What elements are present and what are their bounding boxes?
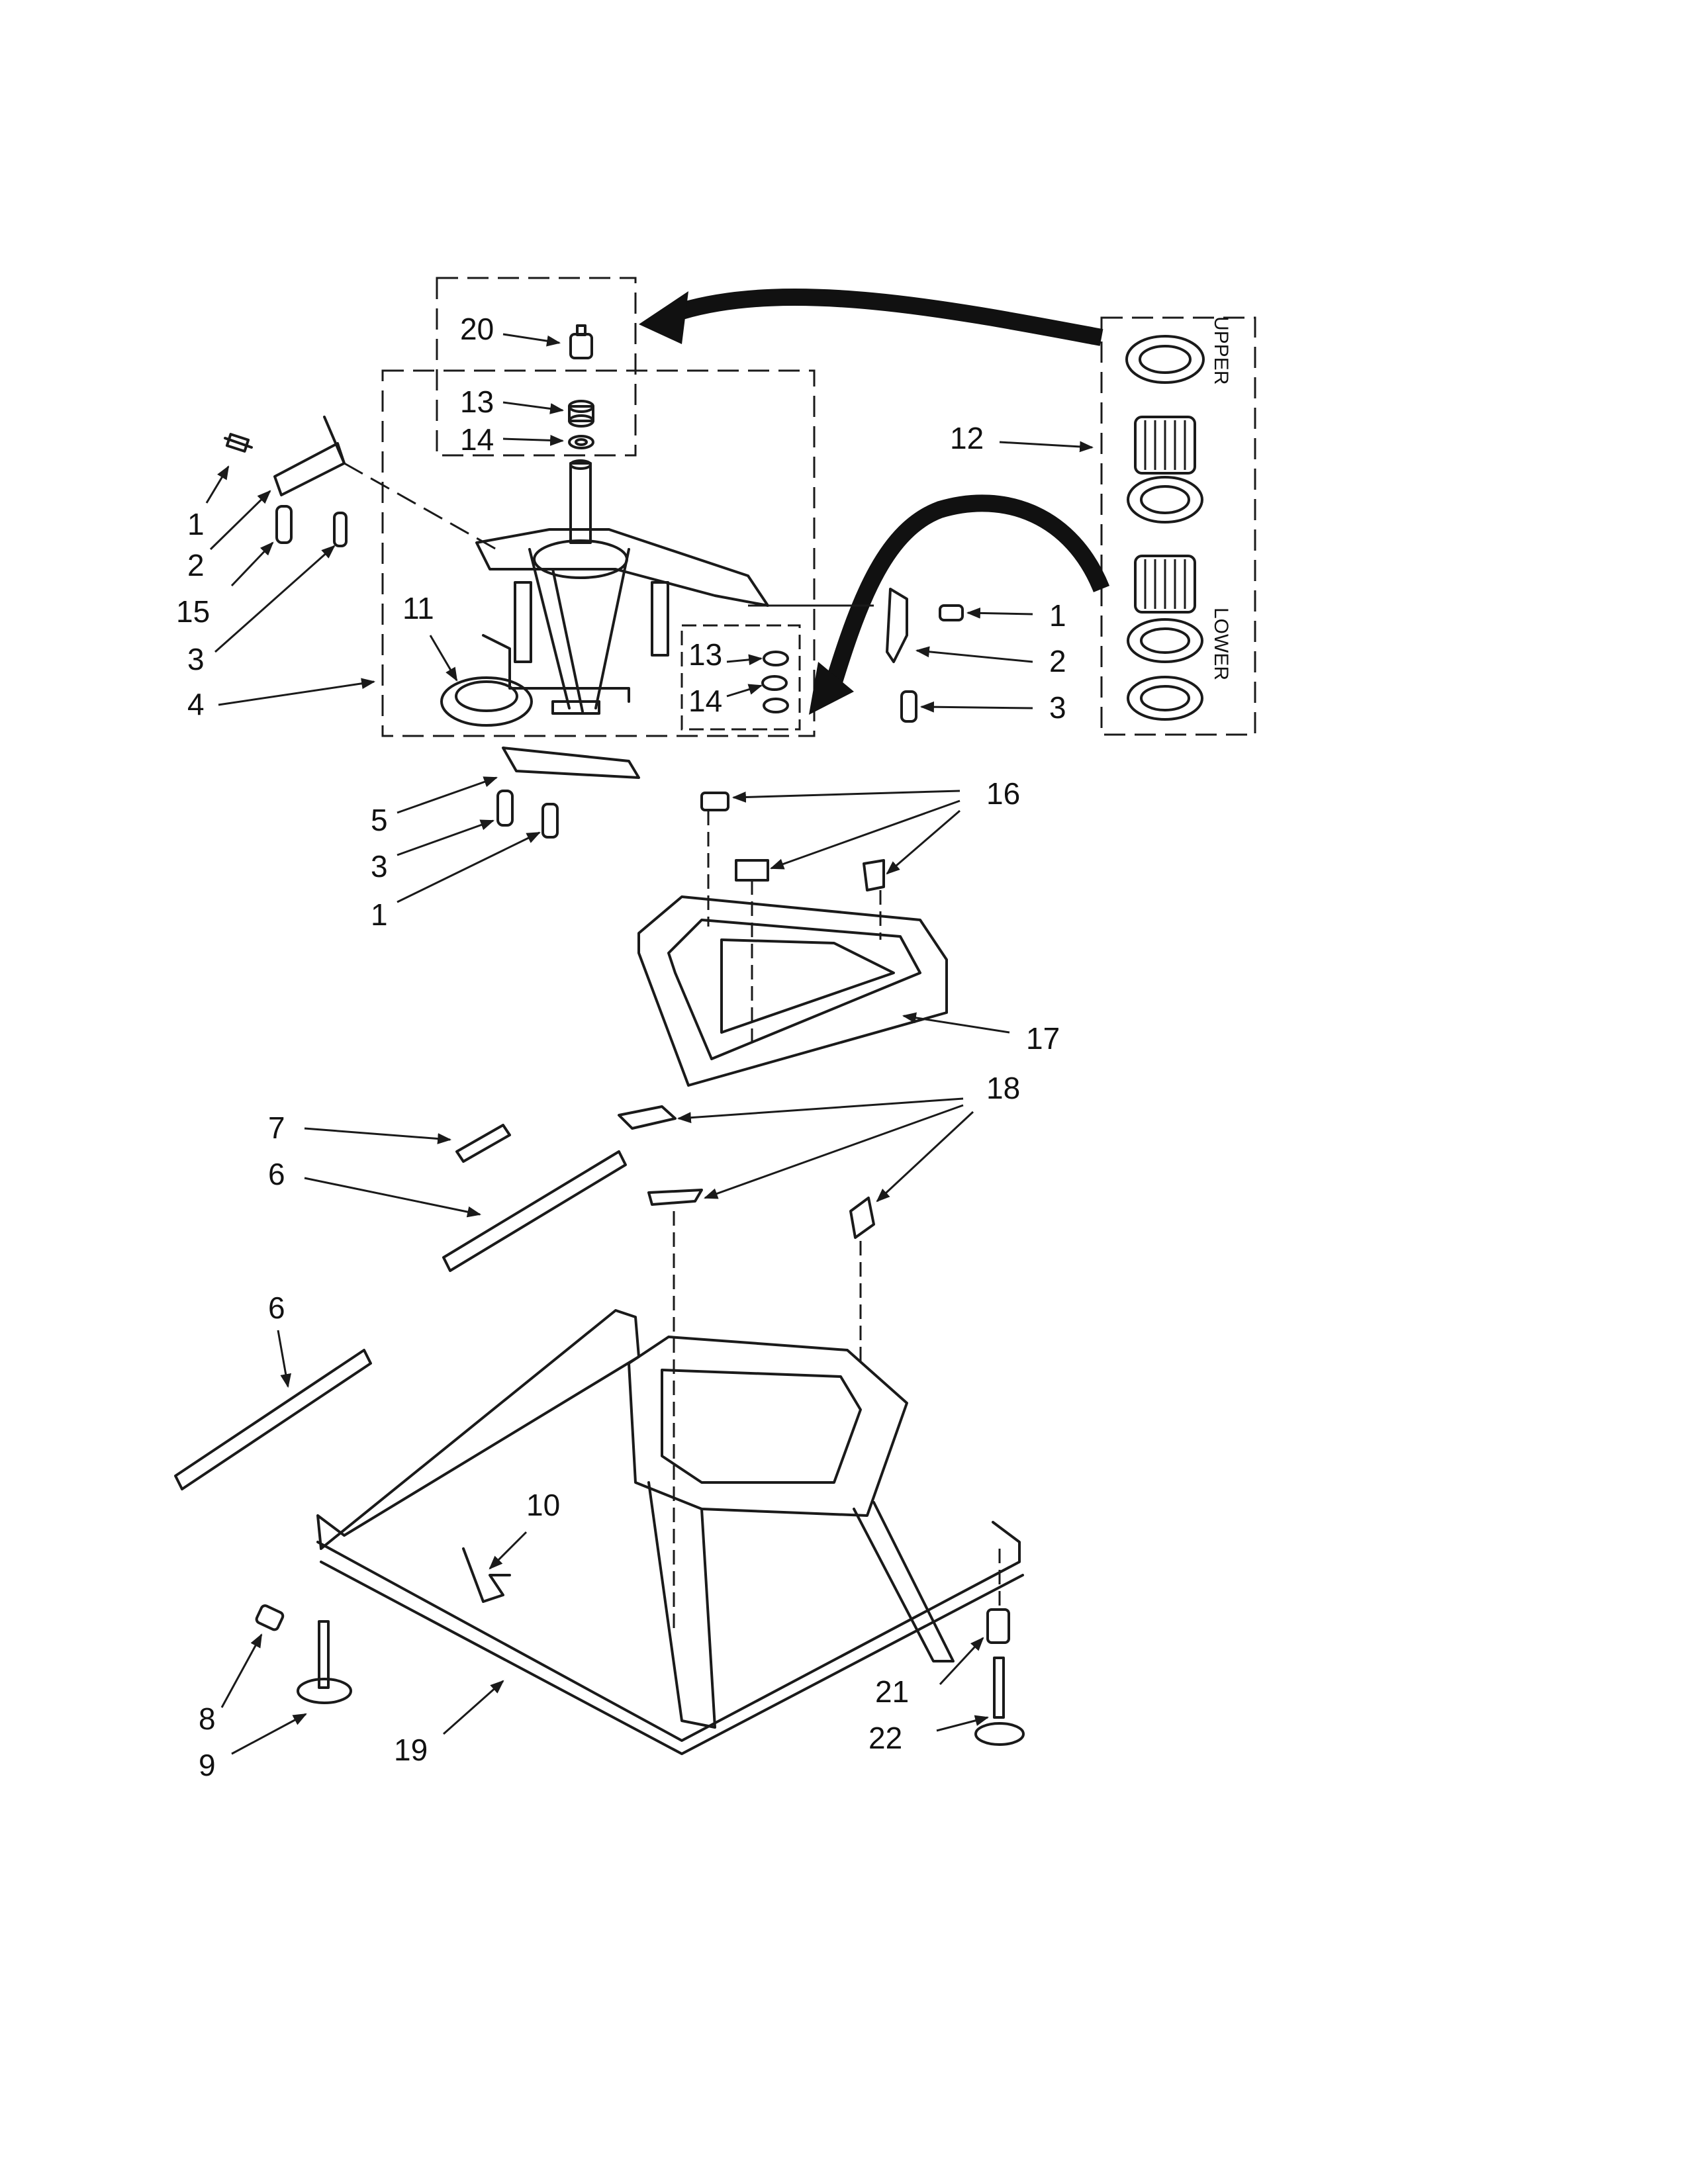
- clips-18: [618, 1105, 875, 1628]
- washer-14-upper: [568, 435, 594, 449]
- callout-9: 9: [199, 1748, 216, 1782]
- callout-2-right: 2: [1049, 644, 1066, 678]
- callout-11: 11: [402, 591, 434, 625]
- callout-18: 18: [986, 1071, 1020, 1105]
- base-frame-19: [316, 1309, 1024, 1755]
- callout-3-lower: 3: [371, 849, 388, 884]
- leg-parts-8-9: [255, 1604, 352, 1704]
- leg-parts-21-22: [974, 1549, 1025, 1746]
- cap-part-20: [569, 324, 593, 359]
- lower-hub-parts: [496, 747, 640, 839]
- left-bracket-parts: [224, 416, 497, 551]
- callout-numbers: 20 13 14 12 1 2 15 3 4 11 13 14 1 2 3 5 …: [176, 312, 1066, 1782]
- bushing-13-upper: [568, 400, 594, 428]
- callout-20: 20: [460, 312, 494, 346]
- arrow-to-inset-box-head: [809, 662, 854, 715]
- hub-assembly-box: [381, 369, 816, 737]
- callout-19: 19: [394, 1733, 428, 1767]
- callout-14-upper: 14: [460, 422, 494, 457]
- arrow-to-top-box: [679, 289, 1103, 346]
- top-detail-box: [436, 277, 637, 457]
- callout-3-left: 3: [187, 642, 205, 676]
- callout-2-left: 2: [187, 548, 205, 582]
- callout-5: 5: [371, 803, 388, 837]
- callout-1-left: 1: [187, 507, 205, 541]
- kit-box-12: [1100, 316, 1256, 736]
- spring-7: [455, 1124, 511, 1163]
- callout-8: 8: [199, 1702, 216, 1736]
- strap-6-lower: [174, 1349, 372, 1490]
- hub-assembly-4: [475, 459, 769, 715]
- ring-11: [440, 676, 533, 727]
- callout-22: 22: [868, 1721, 902, 1755]
- callout-10: 10: [526, 1488, 560, 1522]
- callout-12: 12: [950, 421, 984, 455]
- callout-21: 21: [875, 1674, 909, 1709]
- arrow-to-top-box-head: [639, 291, 688, 344]
- callout-3-right: 3: [1049, 690, 1066, 725]
- right-bracket-parts: [748, 588, 964, 723]
- callout-15: 15: [176, 594, 210, 629]
- callout-14-inset: 14: [688, 684, 722, 718]
- callout-4: 4: [187, 687, 205, 721]
- group-label-lower: LOWER: [1210, 608, 1232, 680]
- inset-box-13-14: [680, 624, 801, 731]
- callout-16: 16: [986, 776, 1020, 811]
- kit-12-parts: [1125, 335, 1205, 721]
- callout-13-inset: 13: [688, 637, 722, 672]
- inset-parts-13-14: [761, 651, 789, 713]
- strap-6-upper: [442, 1150, 627, 1272]
- callout-1-lower: 1: [371, 897, 388, 932]
- callout-13-upper: 13: [460, 385, 494, 419]
- callout-6-lower: 6: [268, 1291, 285, 1325]
- callout-7: 7: [268, 1111, 285, 1145]
- callout-1-right: 1: [1049, 598, 1066, 633]
- callout-6-upper: 6: [268, 1157, 285, 1191]
- arrow-to-inset-box: [825, 494, 1110, 684]
- leader-lines: [205, 333, 1094, 1755]
- group-label-upper: UPPER: [1210, 316, 1232, 385]
- suspension-frame-17: [637, 792, 948, 1087]
- callout-17: 17: [1026, 1021, 1060, 1056]
